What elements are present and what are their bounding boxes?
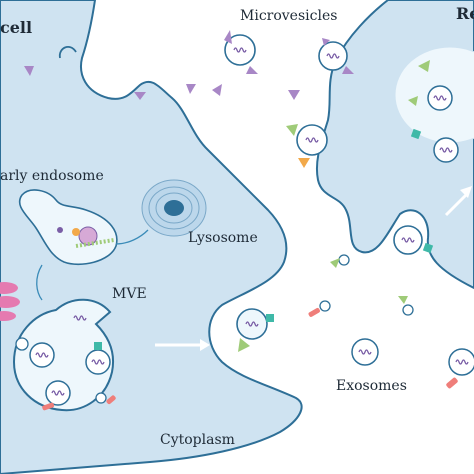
exosomes-label: Exosomes — [336, 378, 407, 394]
arrow-heads — [200, 51, 472, 351]
microvesicles-label: Microvesicles — [240, 8, 338, 24]
receptor-icon — [212, 84, 222, 96]
exosome-icon — [15, 337, 29, 351]
exosome-icon — [85, 342, 111, 375]
membrane-bud — [58, 45, 77, 59]
exosome-icon — [446, 348, 474, 389]
exosome-icon — [42, 380, 71, 411]
exosome-icon — [308, 300, 331, 317]
recipient-cell-label: Re — [456, 4, 474, 23]
flow-arrows — [155, 55, 468, 347]
exosome-icon — [95, 392, 116, 405]
internal-arrows — [36, 229, 149, 301]
golgi-icon — [0, 282, 20, 321]
exosome-icon — [393, 225, 434, 255]
receptor-icon — [408, 96, 418, 106]
exosome-icon — [330, 254, 350, 268]
exosome-icon — [398, 296, 414, 316]
receptor-icon — [288, 90, 300, 100]
mve-icon — [12, 298, 114, 412]
lysosome-label: Lysosome — [188, 230, 258, 246]
exosome-icon — [236, 308, 274, 352]
microvesicle-icon — [318, 38, 354, 74]
microvesicle-icon — [224, 30, 258, 74]
donor-cell-label: cell — [0, 18, 33, 37]
early-endosome-icon — [18, 189, 118, 266]
exosome-icon — [351, 338, 379, 366]
receptor-icon — [418, 60, 430, 72]
lysosome-icon — [141, 179, 207, 237]
mve-label: MVE — [112, 286, 147, 302]
receptor-icon — [186, 84, 196, 94]
receptor-icon — [410, 128, 422, 140]
exosome-icon — [433, 137, 459, 163]
microvesicle-icon — [286, 124, 328, 168]
receptor-icon — [134, 92, 146, 100]
receptor-icon — [24, 66, 34, 76]
cytoplasm-label: Cytoplasm — [160, 432, 235, 448]
exosome-icon — [29, 342, 55, 368]
early-endosome-label: arly endosome — [0, 168, 104, 184]
exosome-icon — [427, 85, 453, 111]
